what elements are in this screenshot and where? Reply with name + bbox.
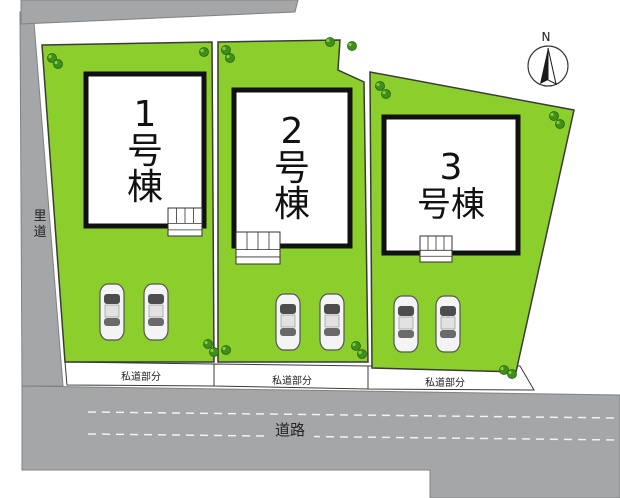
lot-1-label-line1: 号 [127, 131, 163, 172]
main-road [21, 385, 620, 498]
north-arrow-icon: N [527, 30, 569, 87]
tree-icon [555, 119, 565, 129]
tree-icon [325, 37, 335, 47]
compass-needle-dark [540, 48, 548, 84]
house-1-footprint [83, 71, 207, 229]
main-road-centerline-top [87, 411, 619, 419]
car-icon [435, 295, 461, 353]
lot-2-number: 2 [281, 111, 304, 152]
steps-layer [167, 207, 453, 265]
entrance-steps-icon [235, 231, 281, 265]
house-2-footprint [231, 87, 353, 249]
road-labels: 里 道 私道部分 私道部分 私道部分 道路 [33, 209, 465, 440]
car-icon [275, 293, 301, 351]
tree-icon [221, 345, 231, 355]
tree-icon [221, 45, 231, 55]
car-icon [393, 295, 419, 353]
tree-icon [203, 339, 213, 349]
main-road-label-bg [266, 418, 314, 440]
lot-2-label-line2: 棟 [274, 184, 310, 225]
tree-icon [507, 369, 517, 379]
tree-icon [199, 47, 209, 57]
tree-icon [53, 59, 63, 69]
main-road-centerline-bottom [87, 433, 619, 441]
lot-labels: 1 号 棟 2 号 棟 3 号棟 [127, 94, 485, 225]
tree-icon [381, 89, 391, 99]
north-access-road [20, 0, 299, 25]
compass-needle-light [547, 47, 557, 85]
lot-2-label-line1: 号 [274, 148, 310, 189]
houses-layer [83, 71, 521, 256]
trees-layer [47, 37, 565, 379]
lot-3-number: 3 [440, 147, 463, 188]
compass-north-label: N [542, 30, 551, 44]
main-road-label: 道路 [275, 421, 305, 439]
tree-icon [47, 53, 57, 63]
tree-icon [209, 347, 219, 357]
car-icon [99, 283, 125, 341]
tree-icon [225, 53, 235, 63]
cars-layer [99, 283, 461, 353]
private-road-label-2: 私道部分 [272, 374, 312, 387]
entrance-steps-icon [419, 235, 453, 263]
car-icon [319, 293, 345, 351]
tree-icon [499, 365, 509, 375]
lot-1-number: 1 [134, 94, 157, 135]
entrance-steps-icon [167, 207, 203, 237]
side-road-label-1: 里 [33, 209, 46, 224]
side-road-label-2: 道 [33, 225, 46, 240]
lot-3-label: 号棟 [417, 185, 485, 225]
tree-icon [375, 81, 385, 91]
private-road-label-1: 私道部分 [121, 370, 161, 383]
tree-icon [351, 341, 361, 351]
tree-icon [357, 349, 367, 359]
lot-1-label-line2: 棟 [127, 167, 163, 208]
roads-layer [19, 0, 620, 498]
tree-icon [549, 111, 559, 121]
private-road-label-3: 私道部分 [425, 376, 465, 389]
tree-icon [347, 41, 357, 51]
car-icon [143, 283, 169, 341]
